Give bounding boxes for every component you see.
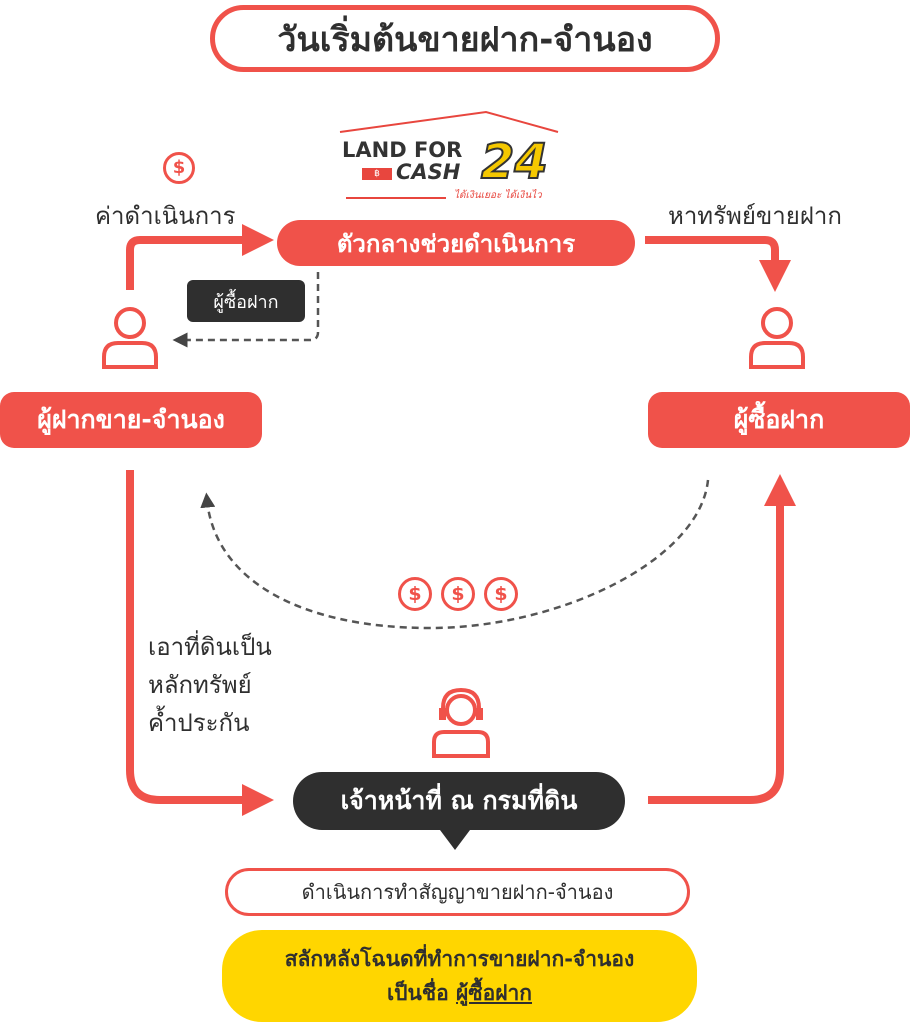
arrow-officer-to-buyer <box>648 474 796 804</box>
dollar-icon: $ <box>441 577 475 611</box>
collateral-label: เอาที่ดินเป็น หลักทรัพย์ ค้ำประกัน <box>148 628 272 742</box>
collateral-line: เอาที่ดินเป็น <box>148 633 272 661</box>
logo-number: 24 <box>480 133 549 191</box>
dollar-icon: $ <box>484 577 518 611</box>
deed-box: สลักหลังโฉนดที่ทำการขายฝาก-จำนอง เป็นชื่… <box>222 930 697 1022</box>
officer-pointer <box>440 830 470 850</box>
logo-tagline: ได้เงินเยอะ ได้เงินไว <box>454 190 542 201</box>
deed-name: ผู้ซื้อฝาก <box>456 981 533 1005</box>
contract-box: ดำเนินการทำสัญญาขายฝาก-จำนอง <box>225 868 690 916</box>
logo-line2: CASH <box>396 160 461 184</box>
deed-prefix: เป็นชื่อ <box>386 981 449 1005</box>
collateral-line: ค้ำประกัน <box>148 709 250 737</box>
fee-label: ค่าดำเนินการ <box>95 202 236 230</box>
dollar-icon: $ <box>398 577 432 611</box>
middleman-box: ตัวกลางช่วยดำเนินการ <box>277 220 635 266</box>
logo-line1: LAND FOR <box>342 138 463 162</box>
arrow-seller-to-officer <box>126 470 274 816</box>
deed-line: เป็นชื่อ ผู้ซื้อฝาก <box>387 976 532 1010</box>
deed-line: สลักหลังโฉนดที่ทำการขายฝาก-จำนอง <box>284 947 635 971</box>
logo-currency: ฿ <box>362 168 392 180</box>
arrow-seller-to-middleman <box>126 224 274 290</box>
dashed-arrow-money <box>200 479 710 630</box>
person-icon <box>102 307 158 369</box>
page-title: วันเริ่มต้นขายฝาก-จำนอง <box>210 5 720 72</box>
land-for-cash-logo: LAND FOR CASH ฿ 24 ได้เงินเยอะ ได้เงินไว <box>336 110 562 202</box>
headset-officer-icon <box>432 687 490 758</box>
officer-box: เจ้าหน้าที่ ณ กรมที่ดิน <box>293 772 625 830</box>
person-icon <box>749 307 805 369</box>
buyer-tag: ผู้ซื้อฝาก <box>187 280 305 322</box>
collateral-line: หลักทรัพย์ <box>148 671 252 699</box>
seller-box: ผู้ฝากขาย-จำนอง <box>0 392 262 448</box>
dollar-icon: $ <box>163 152 195 184</box>
dashed-arrow-buyer-tag <box>172 272 320 348</box>
arrow-middleman-to-buyer <box>645 236 791 292</box>
buyer-box: ผู้ซื้อฝาก <box>648 392 910 448</box>
find-asset-label: หาทรัพย์ขายฝาก <box>668 202 842 230</box>
logo-roof-icon <box>339 110 559 199</box>
